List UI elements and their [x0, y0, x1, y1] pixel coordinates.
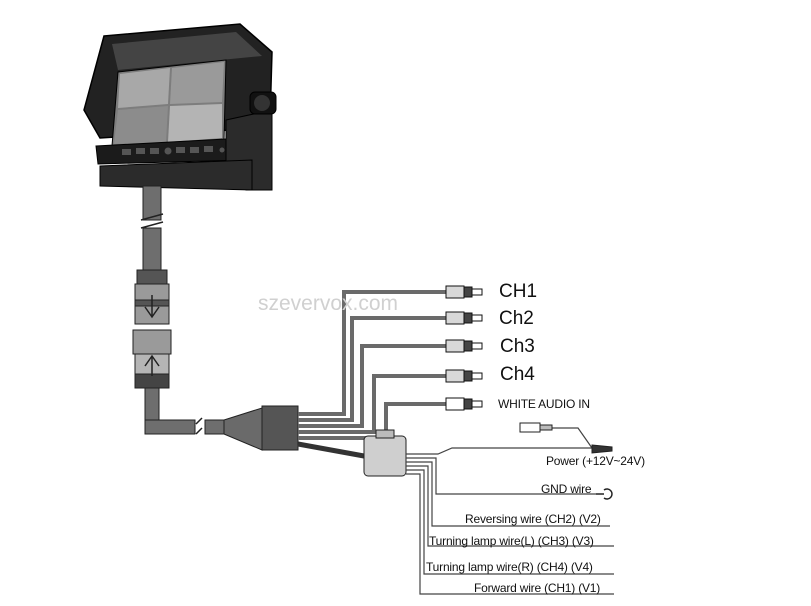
ch4-label: Ch4 [500, 364, 535, 385]
terminals [519, 422, 613, 500]
ch3-label: Ch3 [500, 336, 535, 357]
rca-plugs [445, 285, 483, 411]
power-cable [297, 429, 407, 477]
audio-label: WHITE AUDIO IN [498, 397, 590, 411]
watermark: szevervox.com [258, 292, 399, 315]
channel-cables [298, 290, 446, 440]
turning-lamp-left-label: Turning lamp wire(L) (CH3) (V3) [429, 534, 594, 548]
gnd-label: GND wire [541, 482, 592, 496]
splitter-boot [223, 405, 299, 451]
ch1-label: CH1 [499, 281, 538, 302]
monitor [83, 23, 277, 191]
reversing-wire-label: Reversing wire (CH2) (V2) [465, 512, 601, 526]
forward-wire-label: Forward wire (CH1) (V1) [474, 581, 601, 595]
main-cable [132, 185, 226, 435]
power-label: Power (+12V~24V) [546, 454, 645, 468]
ch2-label: Ch2 [499, 308, 534, 329]
wires [406, 427, 614, 595]
turning-lamp-right-label: Turning lamp wire(R) (CH4) (V4) [426, 560, 593, 574]
